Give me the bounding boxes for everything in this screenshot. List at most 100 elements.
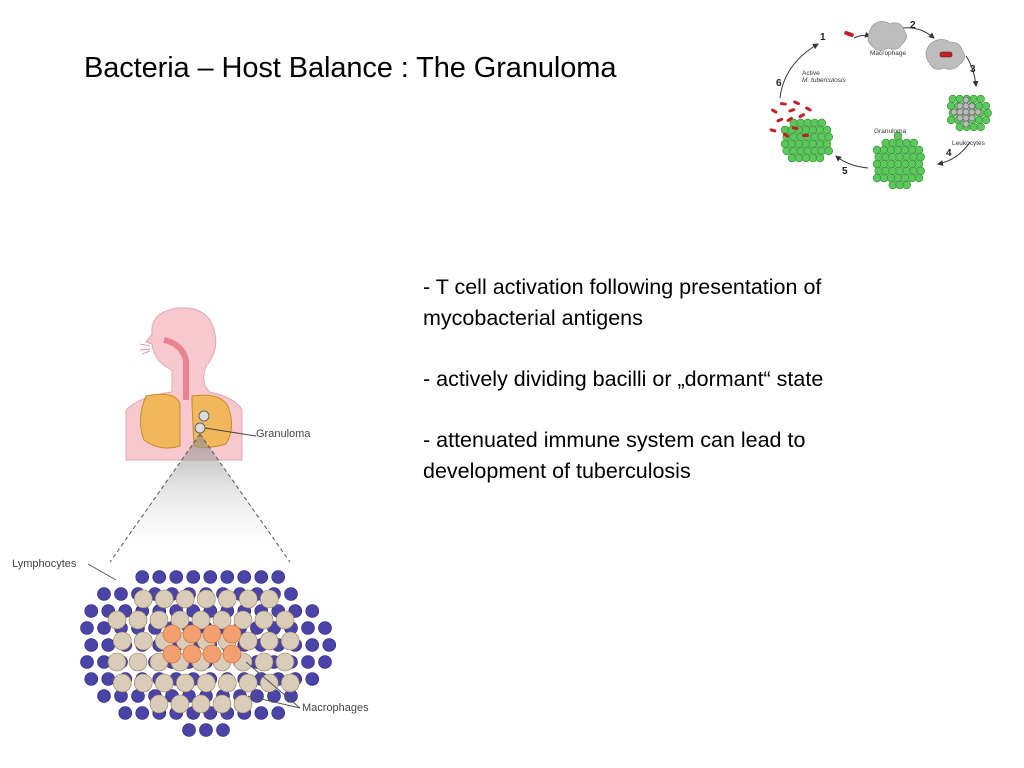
- bacterium: [793, 100, 800, 106]
- bullet-item: - actively dividing bacilli or „dormant“…: [423, 364, 983, 395]
- active-label: Active: [802, 70, 820, 77]
- granuloma-cell: [895, 180, 904, 190]
- leukocyte-cell: [969, 94, 978, 104]
- bacterium: [782, 132, 790, 138]
- ruptured-granuloma-cell: [822, 125, 832, 135]
- granuloma-cell: [888, 138, 897, 148]
- ruptured-granuloma-cell: [803, 118, 812, 128]
- ruptured-granuloma-cell: [796, 118, 805, 128]
- granuloma-cell: [872, 159, 882, 169]
- leukocyte-cell: [955, 94, 964, 104]
- ruptured-granuloma-cell: [789, 132, 798, 142]
- infected-macrophage-cell: [968, 108, 976, 116]
- granuloma-label: Granuloma: [256, 428, 311, 440]
- macrophage-cell: [170, 610, 190, 630]
- macrophage-cell: [196, 589, 216, 609]
- macrophage-cell: [128, 652, 148, 672]
- granuloma-cell: [900, 159, 910, 169]
- bullet-line: - T cell activation following presentati…: [423, 275, 822, 299]
- ruptured-granuloma-cell: [794, 153, 804, 163]
- granuloma-dot: [194, 422, 206, 434]
- bacterium-internalized: [939, 51, 953, 58]
- macrophage-cell: [128, 610, 148, 630]
- macrophage-cell: [133, 589, 153, 609]
- ruptured-granuloma-cell: [808, 139, 818, 149]
- granuloma-cluster: [872, 131, 925, 190]
- arrow-3: [965, 55, 979, 87]
- ruptured-granuloma-cell: [822, 139, 832, 149]
- arrow-6: [779, 43, 819, 99]
- leukocyte-cluster: [946, 94, 992, 132]
- step-1-number: 1: [820, 32, 826, 43]
- granuloma-cell: [893, 173, 903, 183]
- infected-macrophage-cell: [956, 114, 964, 122]
- granuloma-anatomy-illustration: Granuloma Lymphocytes Macrophages: [0, 300, 400, 740]
- cycle-illustration: [769, 21, 992, 190]
- granuloma-dot: [198, 410, 210, 422]
- core-macrophage-cell: [202, 644, 222, 664]
- macrophage-label: Macrophage: [870, 50, 907, 57]
- bullet-line: mycobacterial antigens: [423, 306, 643, 330]
- granuloma-cell: [893, 159, 903, 169]
- step-6-number: 6: [776, 78, 782, 89]
- macrophage-cell: [259, 589, 279, 609]
- granuloma-cell: [909, 138, 918, 148]
- granuloma-cell: [893, 145, 903, 155]
- granuloma-cell: [881, 138, 890, 148]
- core-macrophage-cell: [182, 644, 202, 664]
- granuloma-cell: [881, 152, 890, 162]
- lymphocyte-cell: [118, 706, 133, 720]
- lymphocyte-cell: [97, 689, 111, 703]
- granuloma-cell: [907, 173, 917, 183]
- leukocyte-cell: [974, 115, 984, 125]
- lymphocyte-cell: [169, 570, 184, 584]
- infected-macrophage-cell: [962, 120, 970, 128]
- macrophage-cell: [133, 673, 153, 693]
- macrophage-cell: [107, 652, 127, 672]
- lymphocyte-cell: [220, 570, 235, 584]
- ruptured-granuloma-cell: [796, 146, 805, 156]
- step-4-number: 4: [946, 148, 952, 159]
- ruptured-granuloma-cell: [794, 139, 804, 149]
- granuloma-cell: [886, 173, 896, 183]
- macrophages-leader: [245, 661, 301, 709]
- infected-macrophage-cell: [962, 114, 970, 122]
- granuloma-cell: [902, 166, 911, 176]
- infected-macrophage-cell: [956, 108, 964, 116]
- leukocyte-cell: [955, 122, 964, 132]
- macrophage-cell: [238, 589, 258, 609]
- exhaled-droplets: [139, 343, 151, 355]
- lymphocyte-cell: [84, 604, 99, 618]
- bacterium: [779, 102, 787, 106]
- left-lung: [140, 393, 181, 449]
- macrophage-cell: [196, 673, 216, 693]
- lymphocyte-cell: [305, 638, 320, 652]
- lymphocyte-cell: [318, 621, 332, 635]
- ruptured-granuloma-cell: [824, 146, 833, 156]
- macrophage-cell: [154, 673, 174, 693]
- ruptured-granuloma-cell: [787, 139, 797, 149]
- granuloma-cell: [907, 145, 917, 155]
- lymphocyte-cell: [84, 638, 99, 652]
- lymphocyte-cell: [305, 604, 320, 618]
- ruptured-granuloma-cell: [808, 125, 818, 135]
- core-macrophage-cell: [222, 624, 242, 644]
- lymphocyte-cell: [284, 587, 298, 601]
- granuloma-cell: [874, 152, 883, 162]
- macrophage-cell: [212, 694, 232, 714]
- macrophage-cell: [154, 589, 174, 609]
- ruptured-granuloma-cell: [815, 139, 825, 149]
- granuloma-cell: [907, 159, 917, 169]
- granuloma-cell: [888, 180, 897, 190]
- step-5-number: 5: [842, 166, 848, 177]
- granuloma-cell: [888, 152, 897, 162]
- macrophage-cell: [254, 652, 274, 672]
- lymphocyte-cell: [301, 655, 315, 669]
- leukocyte-cell: [981, 101, 991, 111]
- macrophage-cell: [275, 652, 295, 672]
- arrow-2: [901, 27, 935, 39]
- lymphocyte-cell: [114, 587, 128, 601]
- lymphocyte-cell: [97, 621, 111, 635]
- granuloma-cell: [879, 159, 889, 169]
- ruptured-granuloma-cell: [808, 153, 818, 163]
